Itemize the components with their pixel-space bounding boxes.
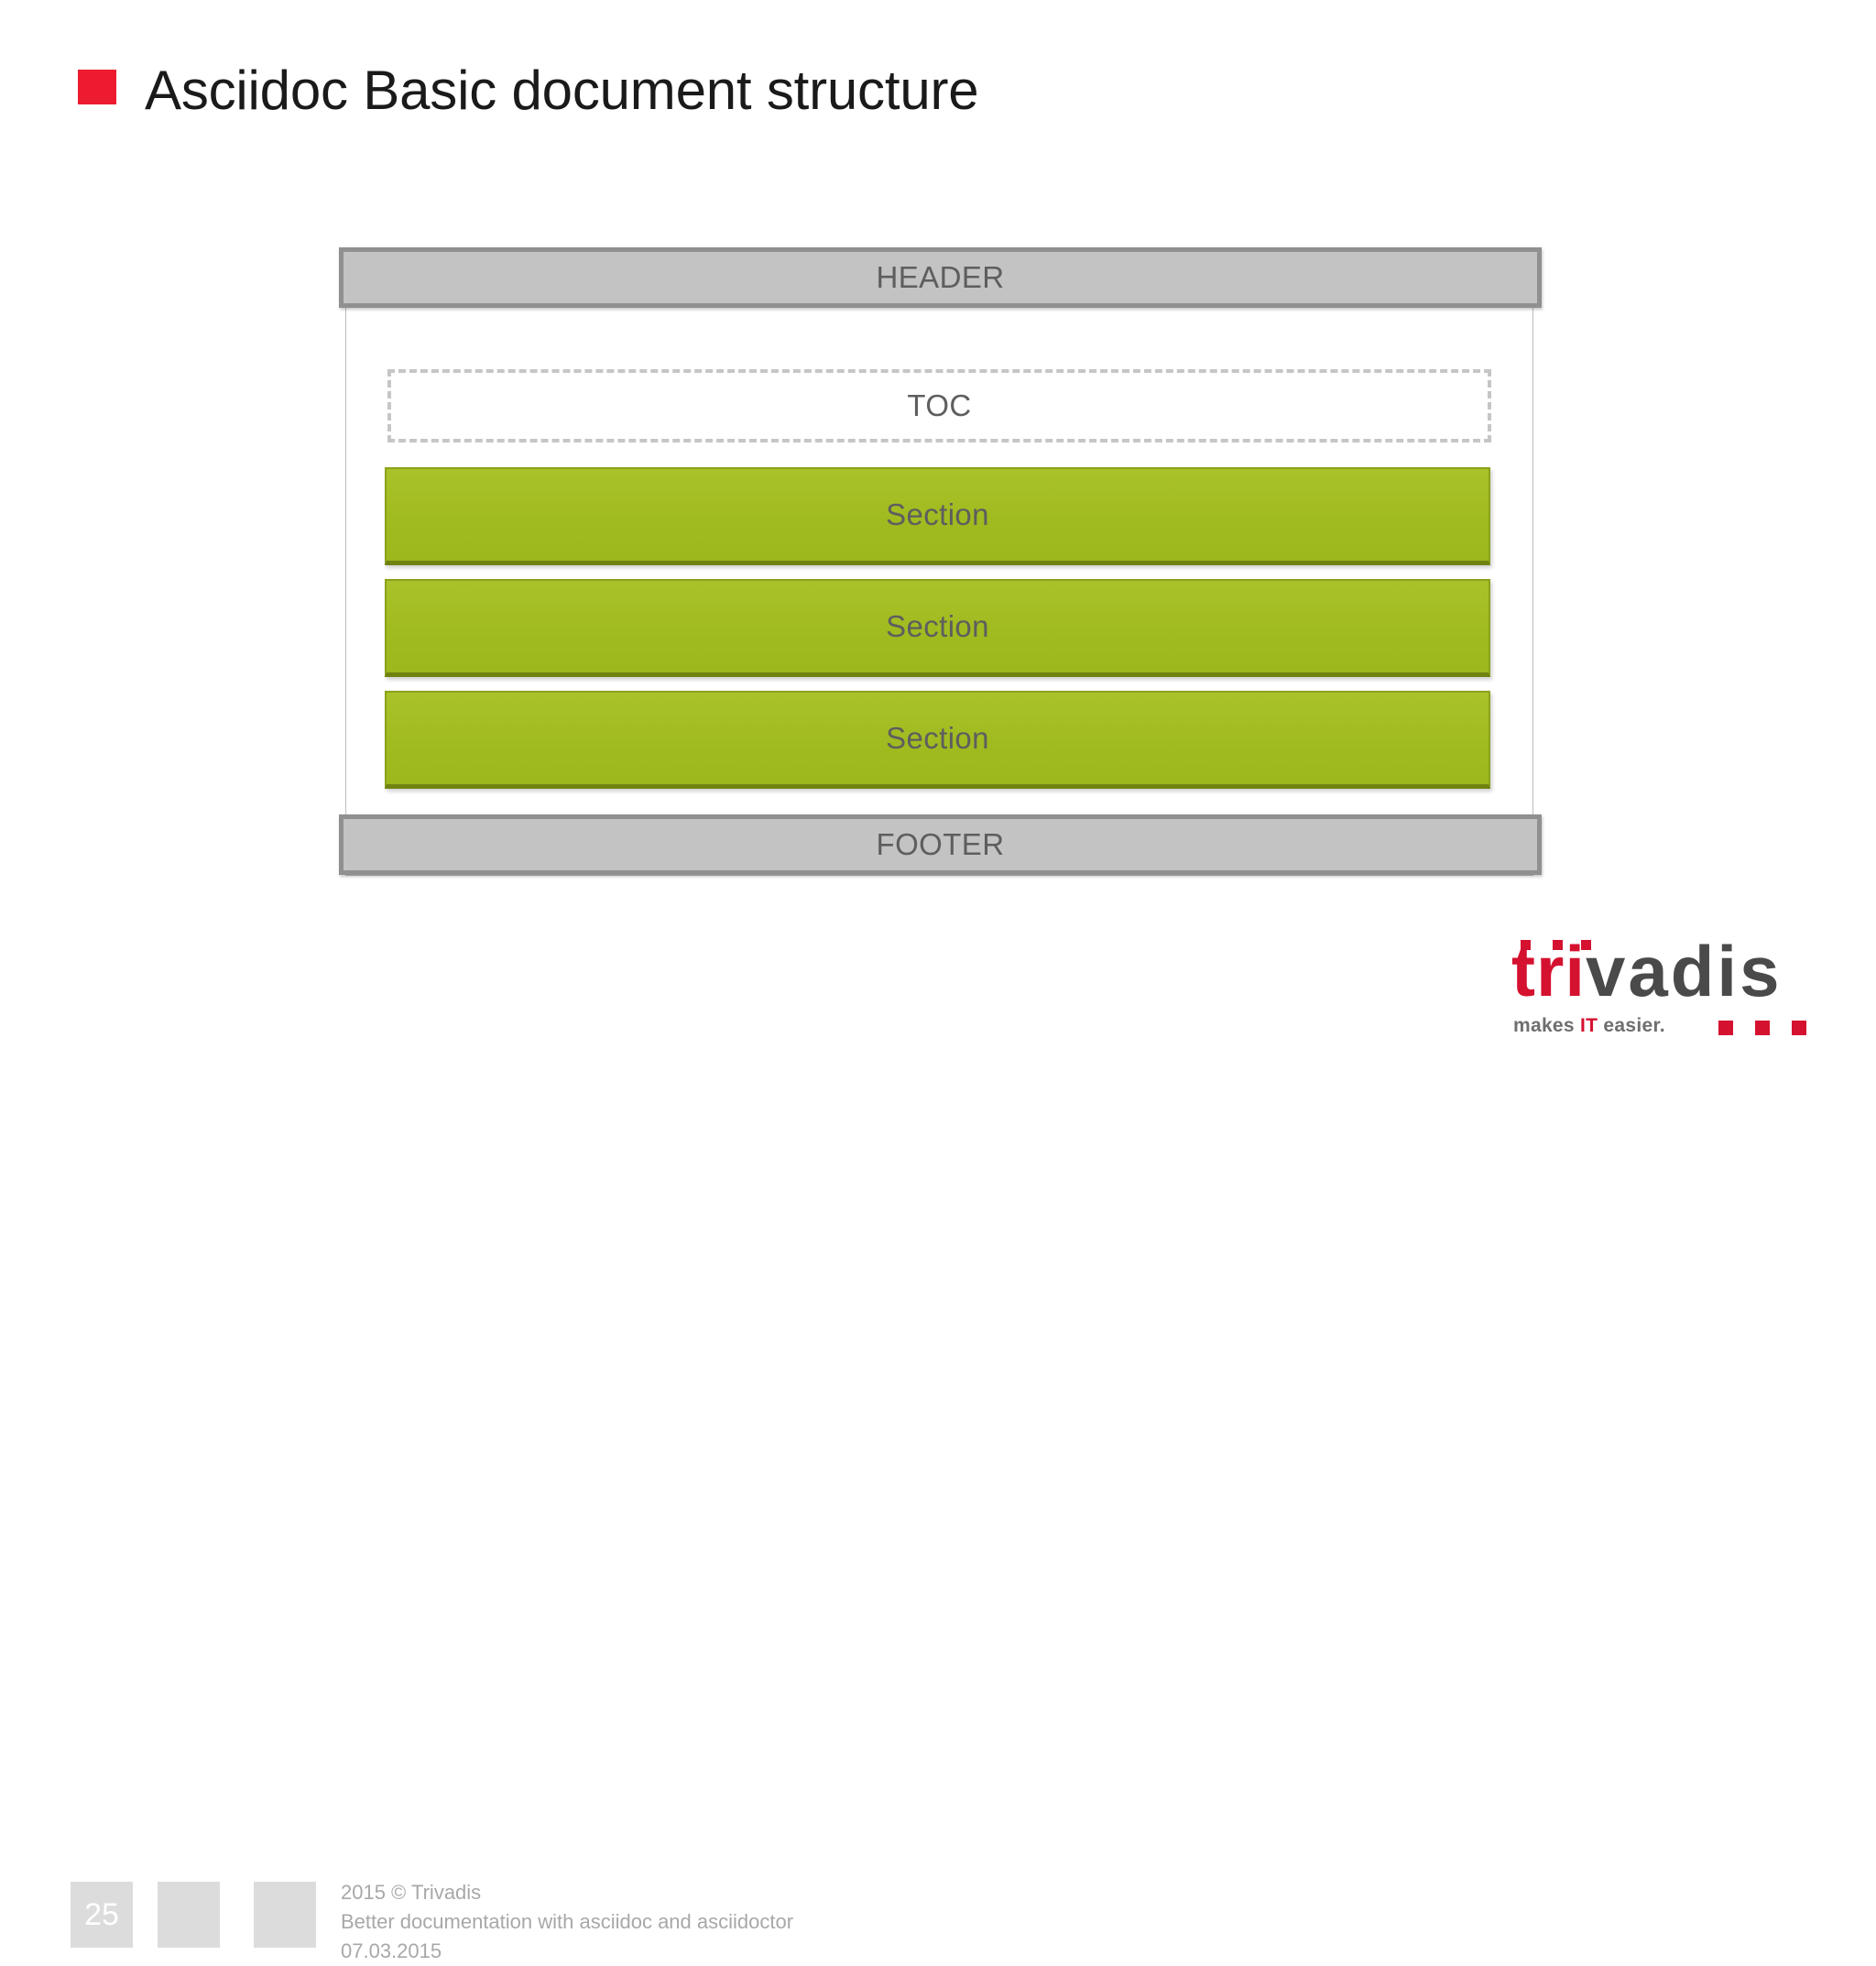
trivadis-logo: trivadis makes IT easier. xyxy=(1502,933,1841,1039)
footer-copyright: 2015 © Trivadis xyxy=(341,1881,482,1904)
footer-text-block: 2015 © Trivadis Better documentation wit… xyxy=(341,1878,793,1966)
logo-square-icon-2 xyxy=(1755,1021,1770,1035)
diagram-block-header: HEADER xyxy=(339,247,1542,308)
trivadis-tagline: makes IT easier. xyxy=(1513,1015,1665,1037)
page-title: Asciidoc Basic document structure xyxy=(145,60,979,121)
diagram-block-section-3: Section xyxy=(385,691,1490,789)
diagram-block-section-1: Section xyxy=(385,467,1490,565)
logo-dot-icon-2 xyxy=(1553,940,1563,950)
page-number: 25 xyxy=(84,1896,119,1932)
tagline-suffix: easier. xyxy=(1598,1015,1665,1036)
diagram-block-section-3-label: Section xyxy=(886,721,989,755)
slide-title-row: Asciidoc Basic document structure xyxy=(0,49,1876,132)
diagram-block-section-2-label: Section xyxy=(886,609,989,643)
trivadis-wordmark: trivadis xyxy=(1511,933,1782,1010)
diagram-block-footer: FOOTER xyxy=(339,814,1542,875)
footer-date: 07.03.2015 xyxy=(341,1939,442,1962)
logo-square-icon-3 xyxy=(1792,1021,1806,1035)
logo-dot-icon-1 xyxy=(1521,940,1531,950)
diagram-block-toc: TOC xyxy=(387,369,1491,442)
logo-dot-icon-3 xyxy=(1581,940,1591,950)
tagline-accent: IT xyxy=(1580,1015,1598,1036)
footer-presentation-title: Better documentation with asciidoc and a… xyxy=(341,1910,794,1933)
red-square-bullet-icon xyxy=(78,70,116,104)
document-structure-diagram: HEADER TOC Section Section Section FOOTE… xyxy=(339,235,1542,888)
diagram-block-header-label: HEADER xyxy=(876,260,1005,294)
tagline-prefix: makes xyxy=(1513,1015,1581,1036)
logo-square-icon-1 xyxy=(1718,1021,1733,1035)
diagram-block-section-1-label: Section xyxy=(886,497,989,531)
footer-decor-square-3 xyxy=(254,1882,316,1948)
diagram-block-toc-label: TOC xyxy=(907,388,972,422)
diagram-block-section-2: Section xyxy=(385,579,1490,677)
diagram-block-footer-label: FOOTER xyxy=(876,827,1005,861)
trivadis-wordmark-vadis: vadis xyxy=(1586,931,1783,1011)
footer-decor-square-2 xyxy=(158,1882,220,1948)
